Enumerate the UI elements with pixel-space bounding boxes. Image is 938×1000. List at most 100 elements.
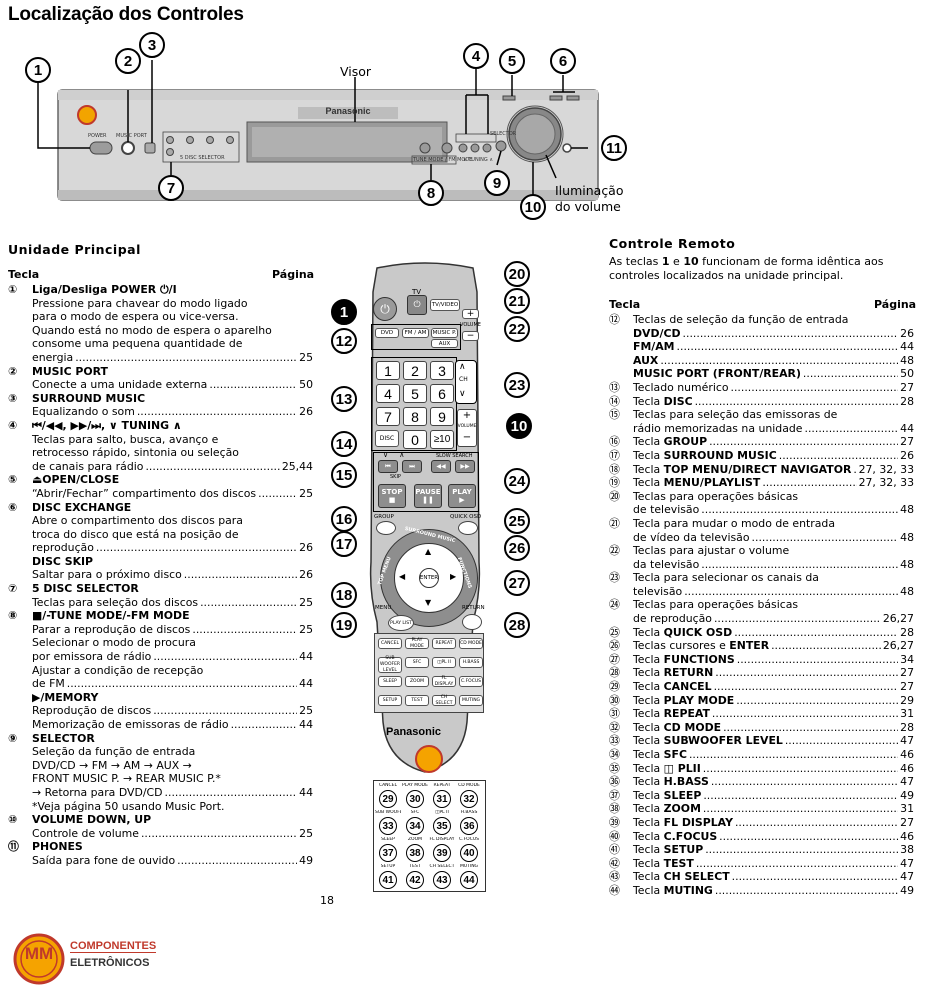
item-line: Equalizando o som26 bbox=[32, 405, 313, 419]
remote-music-p-button[interactable]: MUSIC P. bbox=[431, 328, 458, 338]
remote-key-5[interactable]: 5 bbox=[403, 384, 427, 403]
remote-fn-button[interactable]: C.FOCUS bbox=[459, 676, 483, 687]
remote-play-button[interactable]: PLAY▶ bbox=[448, 484, 476, 508]
remote-fn-button[interactable]: PLAY MODE bbox=[405, 638, 429, 649]
remote-skip-prev-button[interactable]: ⏮ bbox=[378, 460, 398, 473]
remote-key-0[interactable]: 0 bbox=[403, 430, 427, 449]
row-text-bold: MUTING bbox=[663, 883, 713, 897]
remote-stop-label: STOP bbox=[381, 488, 403, 496]
device-brand: Panasonic bbox=[325, 106, 371, 116]
row-text-bold: SURROUND MUSIC bbox=[663, 448, 777, 462]
row-text-plain: Tecla bbox=[633, 625, 664, 639]
row-text: Tecla PLAY MODE bbox=[633, 694, 734, 708]
remote-fn-button[interactable]: SUB WOOFER LEVEL bbox=[378, 656, 402, 673]
row-text: Tecla TEST bbox=[633, 857, 694, 871]
remote-key-3[interactable]: 3 bbox=[430, 361, 454, 380]
remote-key-9[interactable]: 9 bbox=[430, 407, 454, 426]
remote-tv-video-button[interactable]: TV/VIDEO bbox=[430, 299, 460, 311]
tuning-label: ∨ TUNING ∧ bbox=[463, 157, 494, 163]
remote-fn-button[interactable]: REPEAT bbox=[432, 638, 456, 649]
row-line: Teclado numérico27 bbox=[633, 381, 914, 395]
dot-leader bbox=[719, 830, 898, 844]
page-title: Localização dos Controles bbox=[8, 4, 244, 25]
remote-quick-osd-button[interactable] bbox=[458, 521, 478, 535]
remote-return-button[interactable] bbox=[462, 614, 482, 630]
remote-tv-vol-down-button[interactable]: − bbox=[462, 331, 479, 341]
item-line-page: 25 bbox=[299, 350, 313, 364]
row-text-bold: ENTER bbox=[729, 639, 770, 653]
remote-key-8[interactable]: 8 bbox=[403, 407, 427, 426]
remote-fn-button[interactable]: CD MODE bbox=[459, 638, 483, 649]
remote-fn-button[interactable]: CANCEL bbox=[378, 638, 402, 649]
row-line: Tecla C.FOCUS46 bbox=[633, 830, 914, 844]
remote-dvd-button[interactable]: DVD bbox=[375, 328, 399, 338]
dot-leader bbox=[75, 351, 297, 365]
remote-fn-button[interactable]: SETUP bbox=[378, 695, 402, 706]
row-page: 46 bbox=[900, 829, 914, 843]
remote-fn-button[interactable]: SFC bbox=[405, 657, 429, 668]
remote-fn-button[interactable]: ◫PL II bbox=[432, 657, 456, 668]
dot-leader bbox=[231, 718, 298, 732]
remote-key-2[interactable]: 2 bbox=[403, 361, 427, 380]
remote-callout-16: 16 bbox=[331, 506, 357, 532]
disc-selector-label: 5 DISC SELECTOR bbox=[180, 155, 225, 161]
remote-power-icon[interactable]: ⏻ bbox=[373, 297, 397, 321]
remote-skip-next-button[interactable]: ⏭ bbox=[402, 460, 422, 473]
remote-key-4[interactable]: 4 bbox=[376, 384, 400, 403]
main-col-page: Página bbox=[272, 268, 315, 281]
remote-volume-rocker[interactable]: + bbox=[457, 409, 477, 447]
remote-group-button[interactable] bbox=[376, 521, 396, 535]
remote-disc-button[interactable]: DISC bbox=[375, 430, 399, 447]
remote-fn-button[interactable]: MUTING bbox=[459, 695, 483, 706]
row-text: Teclas para seleção das emissoras de bbox=[633, 408, 837, 422]
row-line: Tecla SFC46 bbox=[633, 748, 914, 762]
remote-callout-17: 17 bbox=[331, 531, 357, 557]
remote-key-7[interactable]: 7 bbox=[376, 407, 400, 426]
sub-grid-number: 38 bbox=[406, 844, 424, 862]
row-text: Tecla SLEEP bbox=[633, 789, 701, 803]
row-line: Tecla SUBWOOFER LEVEL47 bbox=[633, 734, 914, 748]
remote-fn-button[interactable]: TEST bbox=[405, 695, 429, 706]
remote-group-13 bbox=[371, 357, 457, 451]
remote-fn-button[interactable]: FL DISPLAY bbox=[432, 676, 456, 687]
remote-ch-rocker[interactable] bbox=[455, 360, 477, 404]
row-number: ㉖ bbox=[609, 639, 620, 653]
row-page: 48 bbox=[900, 557, 914, 571]
remote-aux-button[interactable]: AUX bbox=[431, 339, 458, 348]
remote-callout-19: 19 bbox=[331, 612, 357, 638]
remote-fm-am-button[interactable]: FM / AM bbox=[402, 328, 429, 338]
remote-fn-button[interactable]: H.BASS bbox=[459, 657, 483, 668]
remote-tv-power-icon[interactable]: ⏻ bbox=[407, 295, 427, 315]
item-line: → Retorna para DVD/CD44 bbox=[32, 786, 313, 800]
remote-row: MUSIC PORT (FRONT/REAR)50 bbox=[609, 367, 914, 381]
remote-stop-button[interactable]: STOP■ bbox=[378, 484, 406, 508]
dot-leader bbox=[192, 623, 297, 637]
remote-menu-playlist-button[interactable]: PLAY LIST bbox=[388, 615, 414, 631]
remote-pause-button[interactable]: PAUSE❚❚ bbox=[414, 484, 442, 508]
remote-enter-button[interactable]: ENTER bbox=[419, 568, 439, 588]
row-number: ⑯ bbox=[609, 435, 620, 449]
remote-search-fwd-button[interactable]: ▶▶ bbox=[455, 460, 475, 473]
main-col-key: Tecla bbox=[8, 268, 40, 281]
row-page: 47 bbox=[900, 856, 914, 870]
remote-key-6[interactable]: 6 bbox=[430, 384, 454, 403]
remote-search-back-button[interactable]: ◀◀ bbox=[431, 460, 451, 473]
row-page: 47 bbox=[900, 734, 914, 748]
item-number: ⑤ bbox=[8, 473, 18, 487]
remote-fn-button[interactable]: ZOOM bbox=[405, 676, 429, 687]
cursor-right-icon: ▶ bbox=[450, 572, 457, 581]
remote-fn-button[interactable]: CH SELECT bbox=[432, 695, 456, 706]
remote-tv-vol-up-button[interactable]: + bbox=[462, 309, 479, 319]
remote-key-1[interactable]: 1 bbox=[376, 361, 400, 380]
item-line-page: 25 bbox=[299, 595, 313, 609]
remote-key-≥10[interactable]: ≥10 bbox=[430, 430, 454, 449]
remote-fn-button[interactable]: SLEEP bbox=[378, 676, 402, 687]
dot-leader bbox=[853, 463, 856, 477]
